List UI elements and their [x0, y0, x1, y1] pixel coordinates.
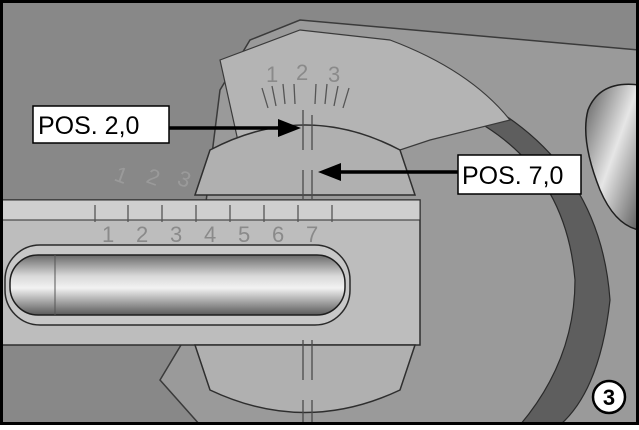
disc-top [193, 124, 417, 196]
linear-scale-number: 7 [306, 222, 318, 247]
center-marks [302, 110, 313, 425]
disc-bottom [193, 344, 417, 414]
callout-label-pos-7: POS. 7,0 [462, 162, 563, 190]
callout-box-pos-7 [457, 154, 582, 195]
upper-flange [219, 29, 512, 151]
linear-scale-number: 6 [272, 222, 284, 247]
arc-scale-number: 2 [296, 60, 308, 85]
slot [9, 254, 346, 316]
linear-scale-number: 2 [136, 222, 148, 247]
step-number: 3 [603, 385, 615, 410]
arrow-head-pos-7 [318, 163, 341, 181]
callout-box-pos-2 [32, 105, 170, 144]
linear-scale-number: 3 [170, 222, 182, 247]
side-slot [584, 83, 639, 231]
linear-scale-number: 1 [102, 222, 114, 247]
linear-scale [94, 205, 333, 222]
linear-scale-number: 4 [204, 222, 216, 247]
arm-rail [0, 199, 421, 221]
arc-scale [261, 83, 350, 109]
callout-label-pos-2: POS. 2,0 [38, 112, 139, 140]
arc-scale-number: 1 [266, 62, 278, 87]
arrow-head-pos-2 [278, 119, 301, 137]
step-number-badge [591, 379, 627, 415]
arc-scale-number: 3 [328, 62, 340, 87]
linear-scale-number: 5 [238, 222, 250, 247]
